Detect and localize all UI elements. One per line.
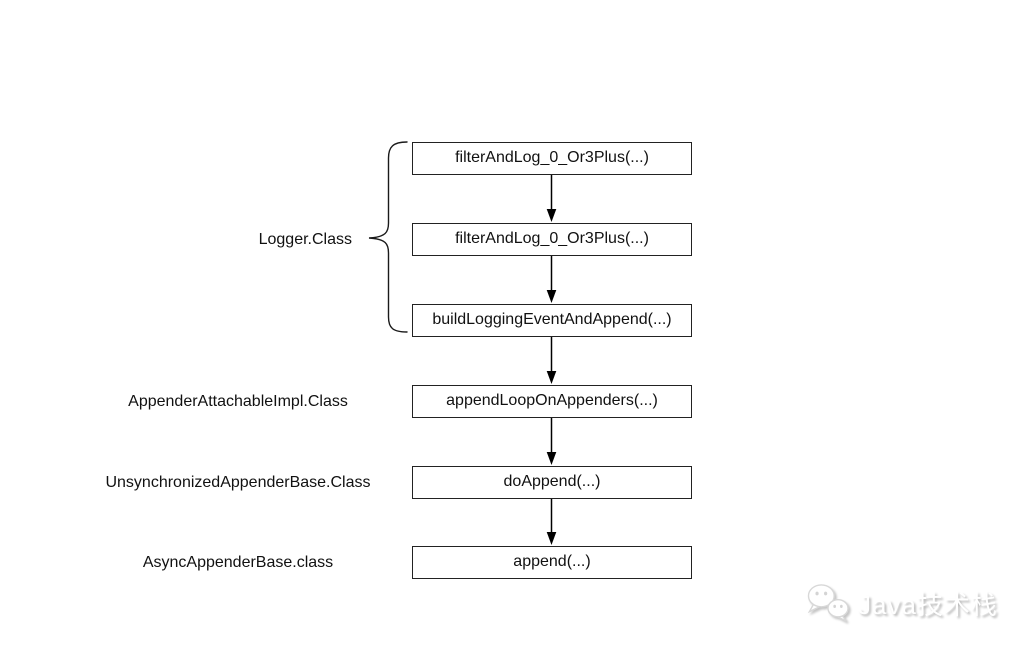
wechat-icon	[807, 584, 849, 622]
node-append: append(...)	[412, 546, 692, 579]
node-filterandlog-2: filterAndLog_0_Or3Plus(...)	[412, 223, 692, 256]
node-doappend: doAppend(...)	[412, 466, 692, 499]
node-appendlooponappenders: appendLoopOnAppenders(...)	[412, 385, 692, 418]
arrow-down-connector	[546, 175, 557, 222]
arrow-down-connector	[546, 418, 557, 465]
watermark-text: Java技术栈	[858, 589, 998, 620]
node-buildloggingeventandappend: buildLoggingEventAndAppend(...)	[412, 304, 692, 337]
arrow-down-connector	[546, 499, 557, 545]
watermark: Java技术栈	[806, 583, 998, 623]
arrow-down-connector	[546, 337, 557, 384]
curly-brace-icon	[368, 141, 408, 333]
label-logger-class: Logger.Class	[258, 231, 352, 248]
label-appenderattachableimpl-class: AppenderAttachableImpl.Class	[128, 393, 348, 410]
label-asyncappenderbase-class: AsyncAppenderBase.class	[142, 554, 334, 571]
label-unsynchronizedappenderbase-class: UnsynchronizedAppenderBase.Class	[105, 474, 371, 491]
arrow-down-connector	[546, 256, 557, 303]
node-filterandlog-1: filterAndLog_0_Or3Plus(...)	[412, 142, 692, 175]
